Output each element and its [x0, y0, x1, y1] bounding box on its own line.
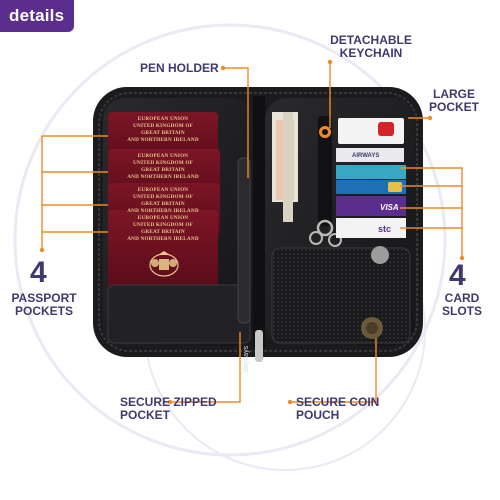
- visa-card-text: VISA: [380, 203, 399, 212]
- passport-3-text-line-2: UNITED KINGDOM OF: [133, 194, 193, 200]
- passport-1-text-line-3: GREAT BRITAIN: [141, 130, 185, 136]
- passport-1-text-line-4: AND NORTHERN IRELAND: [127, 137, 199, 143]
- card-slots: [336, 118, 406, 238]
- passport-3-text-line-1: EUROPEAN UNION: [138, 187, 189, 193]
- passport-2-text-line-4: AND NORTHERN IRELAND: [127, 174, 199, 180]
- passport-2-text-line-3: GREAT BRITAIN: [141, 167, 185, 173]
- callout-lines: [41, 62, 463, 403]
- passport-pockets-count: 4: [30, 256, 47, 289]
- secure-zipped-pocket-label: SECURE ZIPPED POCKET: [120, 395, 217, 422]
- pen-holder-label: PEN HOLDER: [140, 61, 219, 75]
- passport-1-text-line-2: UNITED KINGDOM OF: [133, 123, 193, 129]
- details-tag-label: details: [9, 6, 65, 25]
- passport-4-text-line-4: AND NORTHERN IRELAND: [127, 236, 199, 242]
- passport-3-text-line-3: GREAT BRITAIN: [141, 201, 185, 207]
- passport-pockets-label: PASSPORT POCKETS: [11, 291, 77, 318]
- callout-dots: [39, 59, 465, 405]
- card-slots-count: 4: [449, 259, 466, 292]
- airways-card-text: AIRWAYS: [352, 153, 379, 159]
- brand-text: daydays: [243, 345, 250, 372]
- stc-card-text: stc: [378, 224, 391, 234]
- card-slots-label: CARD SLOTS: [441, 291, 482, 318]
- keychain-label: DETACHABLE KEYCHAIN: [330, 33, 412, 60]
- passport-4-text-line-1: EUROPEAN UNION: [138, 215, 189, 221]
- details-tag: details: [0, 0, 74, 32]
- secure-coin-pouch-label: SECURE COIN POUCH: [296, 395, 380, 422]
- passport-4-text-line-3: GREAT BRITAIN: [141, 229, 185, 235]
- passport-4-text-line-2: UNITED KINGDOM OF: [133, 222, 193, 228]
- passport-2-text-line-1: EUROPEAN UNION: [138, 153, 189, 159]
- large-pocket-label: LARGE POCKET: [428, 87, 479, 114]
- coin-pouch: [271, 246, 411, 344]
- passport-3-text-line-4: AND NORTHERN IRELAND: [127, 208, 199, 214]
- large-pocket-contents: [272, 112, 298, 222]
- passport-1-text-line-1: EUROPEAN UNION: [138, 116, 189, 122]
- passport-2-text-line-2: UNITED KINGDOM OF: [133, 160, 193, 166]
